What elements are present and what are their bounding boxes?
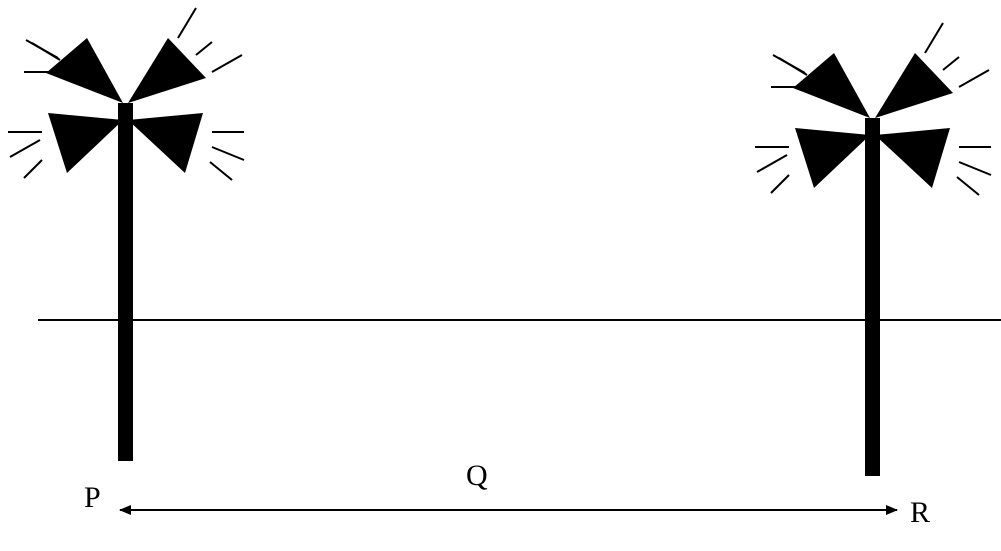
right-sound-lines-icon xyxy=(755,22,992,196)
label-r: R xyxy=(910,496,930,529)
right-top-right-speaker-icon xyxy=(875,53,953,118)
left-speaker-pole xyxy=(8,7,245,461)
label-p: P xyxy=(84,481,101,514)
right-top-left-speaker-icon xyxy=(793,53,870,118)
right-pole xyxy=(865,118,880,476)
left-top-left-speaker-icon xyxy=(46,38,123,103)
left-pole xyxy=(118,103,133,461)
left-bottom-right-speaker-icon xyxy=(128,113,203,173)
right-bottom-left-speaker-icon xyxy=(795,128,870,188)
right-bottom-right-speaker-icon xyxy=(875,128,950,188)
label-q: Q xyxy=(466,459,488,492)
right-speaker-pole xyxy=(755,22,992,476)
left-top-right-speaker-icon xyxy=(128,38,206,103)
left-bottom-left-speaker-icon xyxy=(48,113,123,173)
left-sound-lines-icon xyxy=(8,7,245,181)
